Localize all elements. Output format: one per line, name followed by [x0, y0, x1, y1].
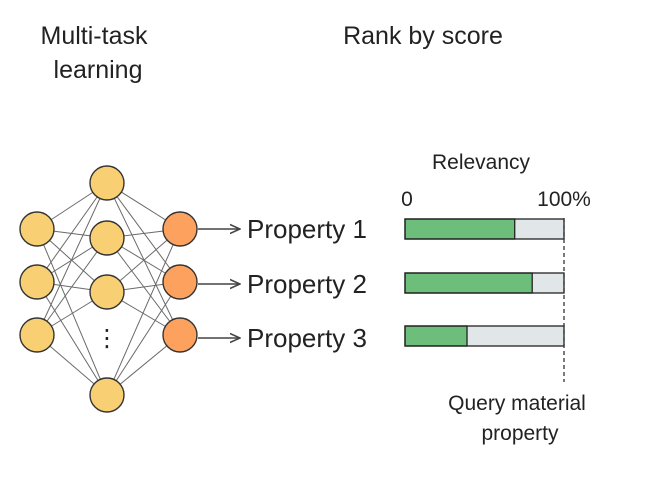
- output-node-1: [162, 211, 198, 247]
- hidden-node-1: [89, 165, 125, 201]
- output-arrows: [198, 229, 240, 338]
- network-nodes: [19, 165, 198, 413]
- network-edge: [36, 281, 108, 396]
- query-note-line1: Query material: [448, 392, 586, 415]
- relevancy-bar-outline-3: [404, 325, 565, 347]
- network-edge: [106, 281, 181, 396]
- hidden-node-2: [89, 220, 125, 256]
- property-2-label: Property 2: [247, 269, 367, 299]
- network-edge: [106, 182, 181, 336]
- hidden-layer-ellipsis: ⋮: [95, 325, 119, 352]
- output-node-3: [162, 317, 198, 353]
- network-edge: [36, 182, 108, 283]
- relevancy-bars: [404, 218, 565, 347]
- relevancy-bar-fill-3: [404, 325, 468, 347]
- output-node-2: [162, 264, 198, 300]
- input-node-3: [19, 317, 55, 353]
- rank-title: Rank by score: [343, 22, 503, 50]
- network-edge: [36, 228, 108, 396]
- network-edge: [36, 237, 108, 336]
- neural-network: ⋮: [19, 165, 198, 413]
- property-3-label: Property 3: [247, 323, 367, 353]
- network-edge: [106, 182, 181, 283]
- query-note-line2: property: [481, 422, 559, 445]
- relevancy-min-label: 0: [401, 188, 413, 211]
- input-node-2: [19, 264, 55, 300]
- network-edge: [106, 228, 181, 396]
- relevancy-heading: Relevancy: [432, 151, 531, 174]
- relevancy-bar-fill-2: [404, 272, 533, 294]
- relevancy-max-label: 100%: [537, 188, 591, 211]
- multitask-title-line2: learning: [54, 56, 143, 84]
- input-node-1: [19, 211, 55, 247]
- relevancy-bar-fill-1: [404, 218, 516, 240]
- property-1-label: Property 1: [247, 214, 367, 244]
- multitask-title-line1: Multi-task: [41, 22, 148, 50]
- network-edge: [36, 182, 108, 336]
- hidden-node-3: [89, 274, 125, 310]
- hidden-node-4: [89, 377, 125, 413]
